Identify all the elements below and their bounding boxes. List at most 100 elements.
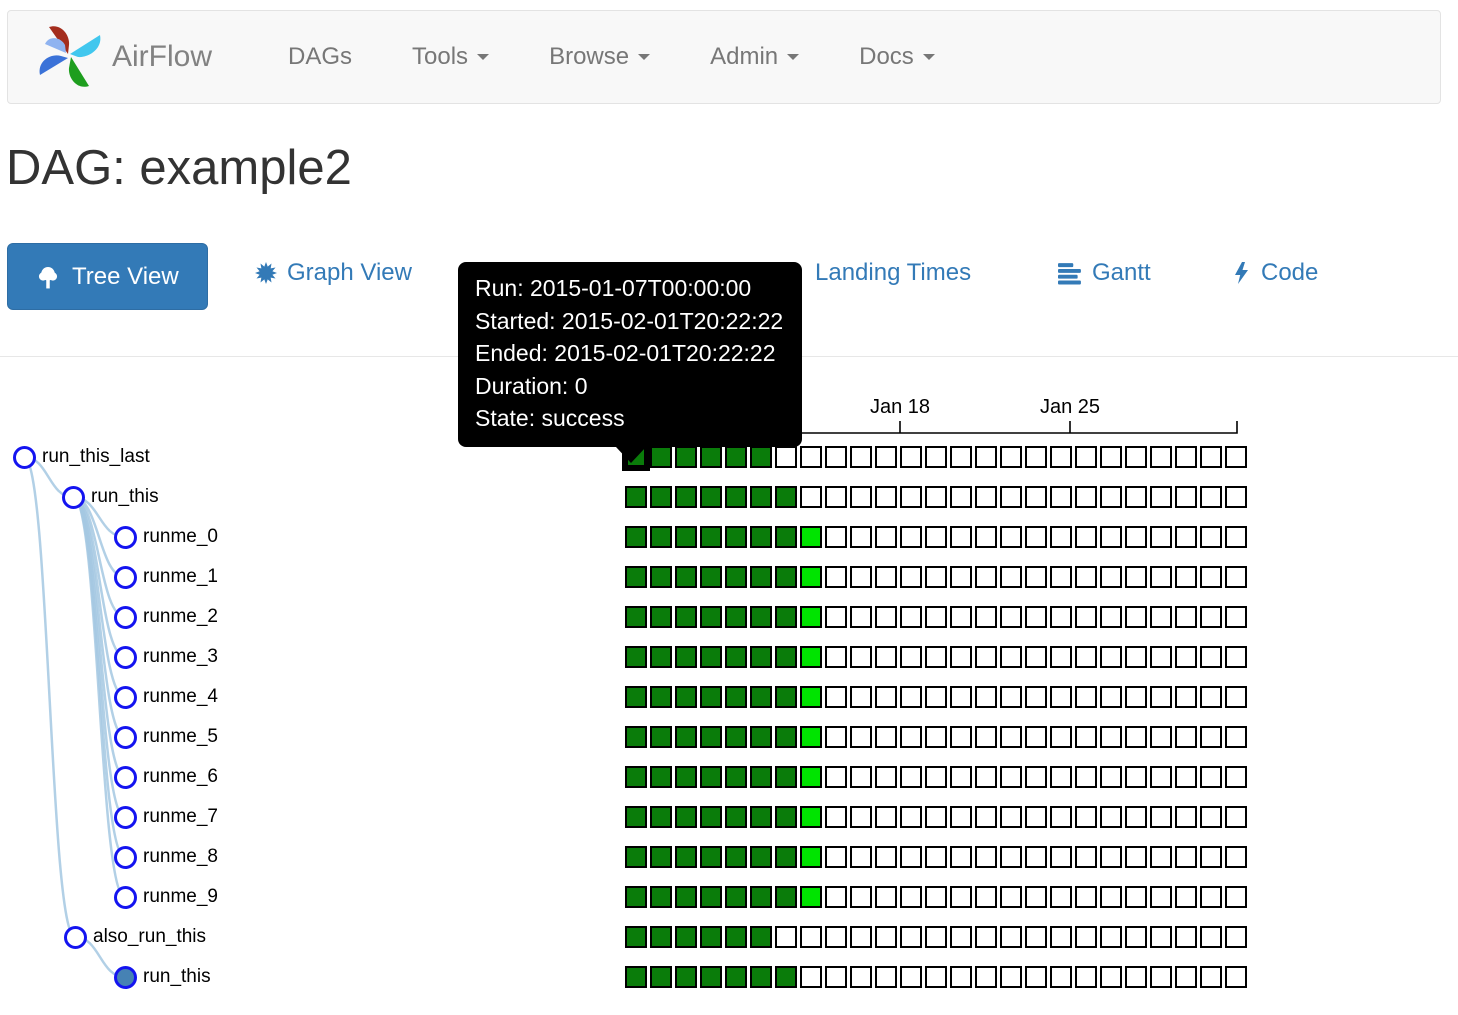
task-instance-square[interactable]	[750, 766, 772, 788]
task-instance-square[interactable]	[1225, 886, 1247, 908]
task-instance-square[interactable]	[1125, 566, 1147, 588]
task-instance-square[interactable]	[825, 606, 847, 628]
task-label[interactable]: runme_7	[143, 806, 218, 827]
task-instance-square[interactable]	[650, 926, 672, 948]
task-instance-square[interactable]	[975, 806, 997, 828]
task-instance-square[interactable]	[750, 726, 772, 748]
task-instance-square[interactable]	[1075, 726, 1097, 748]
task-instance-square[interactable]	[1075, 646, 1097, 668]
task-instance-square[interactable]	[1175, 886, 1197, 908]
task-instance-square[interactable]	[800, 926, 822, 948]
task-instance-square[interactable]	[1150, 686, 1172, 708]
task-instance-square[interactable]	[1025, 766, 1047, 788]
task-instance-square[interactable]	[900, 566, 922, 588]
task-instance-square[interactable]	[1075, 846, 1097, 868]
task-instance-square[interactable]	[1050, 846, 1072, 868]
task-instance-square[interactable]	[950, 806, 972, 828]
task-instance-square[interactable]	[1150, 966, 1172, 988]
task-instance-square[interactable]	[1025, 566, 1047, 588]
task-instance-square[interactable]	[950, 926, 972, 948]
task-instance-square[interactable]	[675, 566, 697, 588]
task-instance-square[interactable]	[900, 446, 922, 468]
task-instance-square[interactable]	[625, 646, 647, 668]
task-instance-square[interactable]	[1150, 486, 1172, 508]
task-instance-square[interactable]	[725, 726, 747, 748]
task-instance-square[interactable]	[1025, 606, 1047, 628]
task-instance-square[interactable]	[1200, 886, 1222, 908]
task-instance-square[interactable]	[700, 486, 722, 508]
task-instance-square[interactable]	[1025, 886, 1047, 908]
task-instance-square[interactable]	[975, 846, 997, 868]
task-instance-square[interactable]	[1025, 486, 1047, 508]
task-instance-square[interactable]	[650, 646, 672, 668]
task-instance-square[interactable]	[775, 766, 797, 788]
task-instance-square[interactable]	[875, 446, 897, 468]
task-instance-square[interactable]	[1200, 926, 1222, 948]
task-instance-square[interactable]	[1150, 446, 1172, 468]
task-instance-square[interactable]	[725, 806, 747, 828]
task-instance-square[interactable]	[850, 686, 872, 708]
task-instance-square[interactable]	[725, 926, 747, 948]
task-instance-square[interactable]	[1150, 646, 1172, 668]
tab-landing-times[interactable]: Landing Times	[815, 259, 971, 287]
task-label[interactable]: run_this	[143, 966, 211, 987]
task-instance-square[interactable]	[775, 966, 797, 988]
task-instance-square[interactable]	[750, 686, 772, 708]
task-instance-square[interactable]	[625, 686, 647, 708]
tree-node-runme-9[interactable]	[113, 885, 137, 909]
task-instance-square[interactable]	[800, 726, 822, 748]
task-instance-square[interactable]	[900, 926, 922, 948]
task-instance-square[interactable]	[700, 646, 722, 668]
task-instance-square[interactable]	[750, 486, 772, 508]
task-instance-square[interactable]	[950, 686, 972, 708]
task-instance-square[interactable]	[900, 726, 922, 748]
task-instance-square[interactable]	[1100, 606, 1122, 628]
task-instance-square[interactable]	[625, 486, 647, 508]
task-instance-square[interactable]	[1225, 566, 1247, 588]
task-instance-square[interactable]	[1000, 886, 1022, 908]
task-instance-square[interactable]	[650, 526, 672, 548]
task-instance-square[interactable]	[1175, 566, 1197, 588]
task-instance-square[interactable]	[975, 646, 997, 668]
task-instance-square[interactable]	[1150, 726, 1172, 748]
task-instance-square[interactable]	[1200, 526, 1222, 548]
task-instance-square[interactable]	[875, 846, 897, 868]
task-instance-square[interactable]	[1225, 606, 1247, 628]
task-instance-square[interactable]	[825, 926, 847, 948]
task-instance-square[interactable]	[800, 566, 822, 588]
task-instance-square[interactable]	[1150, 846, 1172, 868]
task-instance-square[interactable]	[1075, 526, 1097, 548]
task-instance-square[interactable]	[850, 966, 872, 988]
task-instance-square[interactable]	[1050, 726, 1072, 748]
task-instance-square[interactable]	[1125, 966, 1147, 988]
task-instance-square[interactable]	[1175, 806, 1197, 828]
task-label[interactable]: runme_4	[143, 686, 218, 707]
task-instance-square[interactable]	[1050, 566, 1072, 588]
task-instance-square[interactable]	[725, 446, 747, 468]
task-instance-square[interactable]	[1225, 446, 1247, 468]
task-instance-square[interactable]	[625, 886, 647, 908]
task-instance-square[interactable]	[925, 846, 947, 868]
task-instance-square[interactable]	[1025, 646, 1047, 668]
task-instance-square[interactable]	[850, 806, 872, 828]
task-instance-square[interactable]	[750, 446, 772, 468]
task-instance-square[interactable]	[1175, 846, 1197, 868]
task-instance-square[interactable]	[1175, 486, 1197, 508]
brand[interactable]: AirFlow	[112, 40, 213, 73]
task-instance-square[interactable]	[1125, 686, 1147, 708]
task-instance-square[interactable]	[850, 926, 872, 948]
task-instance-square[interactable]	[700, 966, 722, 988]
task-instance-square[interactable]	[1125, 846, 1147, 868]
task-instance-square[interactable]	[675, 486, 697, 508]
task-instance-square[interactable]	[1225, 926, 1247, 948]
task-instance-square[interactable]	[1050, 886, 1072, 908]
task-instance-square[interactable]	[1200, 486, 1222, 508]
task-instance-square[interactable]	[1100, 926, 1122, 948]
task-instance-square[interactable]	[950, 846, 972, 868]
task-label[interactable]: run_this_last	[42, 446, 150, 467]
task-instance-square[interactable]	[900, 766, 922, 788]
task-instance-square[interactable]	[1100, 766, 1122, 788]
tab-tree-view[interactable]: Tree View	[7, 243, 208, 310]
task-instance-square[interactable]	[650, 886, 672, 908]
task-instance-square[interactable]	[800, 766, 822, 788]
